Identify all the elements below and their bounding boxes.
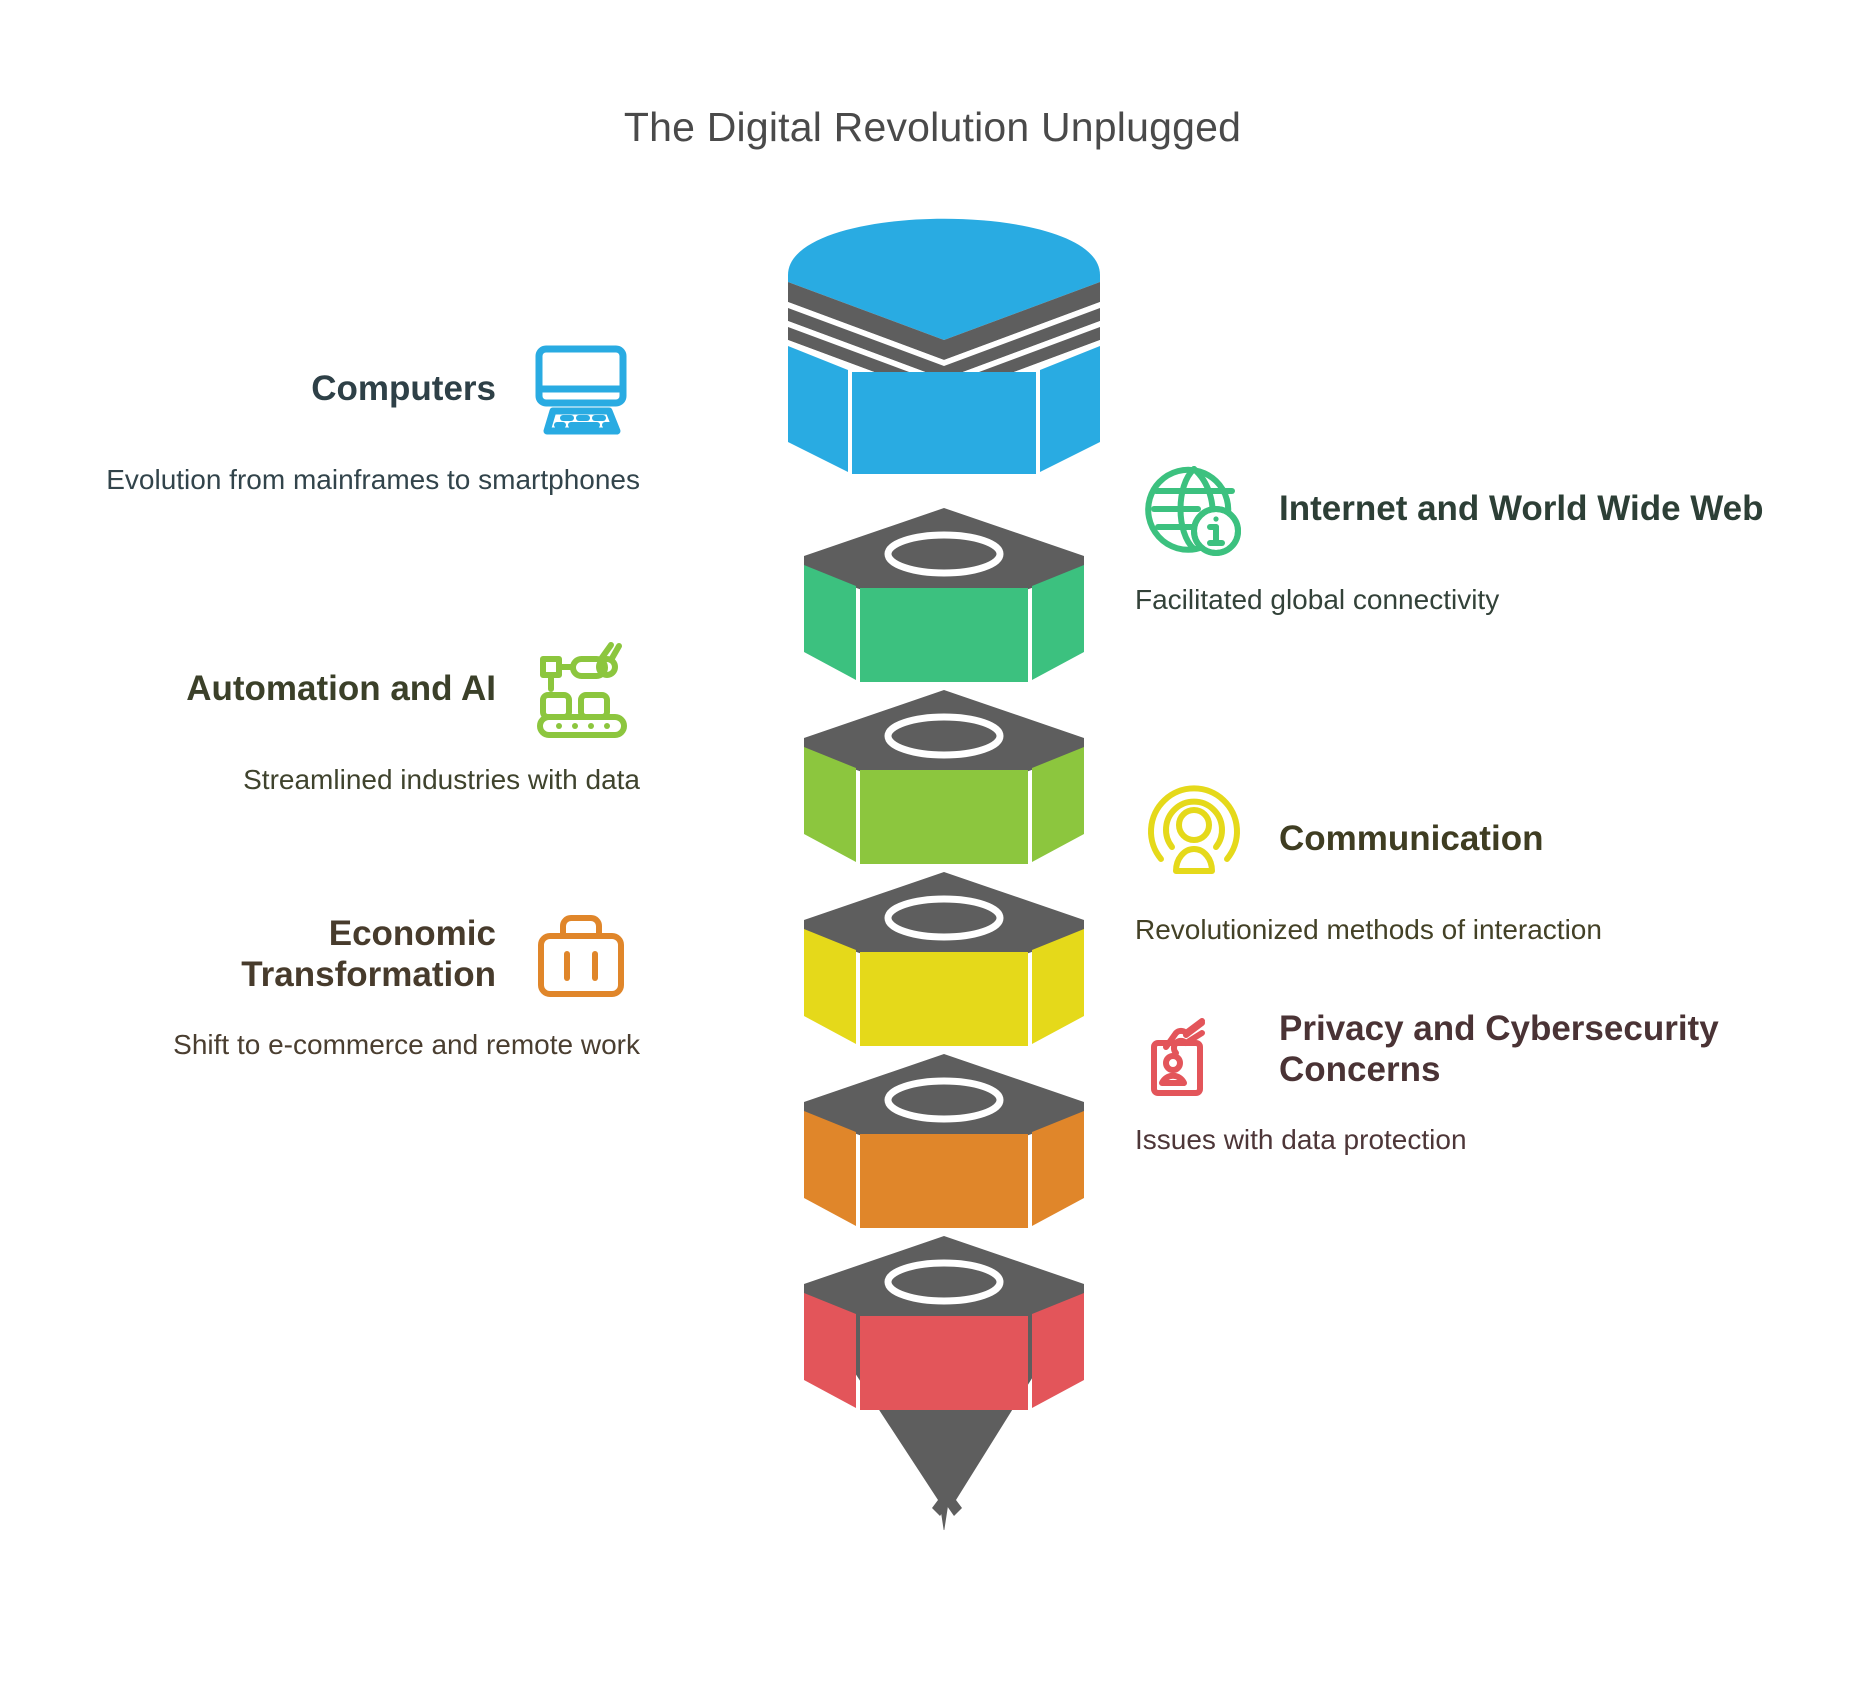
- broadcast-person-icon: [1135, 780, 1253, 898]
- robot-conveyor-icon: [522, 630, 640, 748]
- entry-privacy-description: Issues with data protection: [1135, 1124, 1467, 1155]
- entry-communication-heading: Communication: [1279, 819, 1544, 859]
- entry-internet-heading: Internet and World Wide Web: [1279, 489, 1764, 529]
- entry-privacy-heading: Privacy and Cybersecurity Concerns: [1279, 1008, 1719, 1089]
- entry-communication-description: Revolutionized methods of interaction: [1135, 914, 1602, 945]
- hand-id-card-icon: [1135, 990, 1253, 1108]
- entry-internet: Internet and World Wide Web Facilitated …: [1135, 450, 1775, 619]
- funnel-layer-communication: [804, 872, 1084, 1046]
- funnel-layer-computers: [788, 218, 1100, 474]
- entry-internet-description: Facilitated global connectivity: [1135, 584, 1500, 615]
- entry-economic-description: Shift to e-commerce and remote work: [173, 1029, 640, 1060]
- funnel-diagram: [744, 190, 1144, 1530]
- entry-privacy: Privacy and Cybersecurity Concerns Issue…: [1135, 990, 1775, 1159]
- entry-automation-description: Streamlined industries with data: [243, 764, 640, 795]
- entry-economic-heading: Economic Transformation: [241, 913, 496, 994]
- funnel-layer-economic: [804, 1054, 1084, 1228]
- funnel-layer-privacy: [804, 1236, 1084, 1410]
- entry-computers-heading: Computers: [311, 369, 496, 409]
- entry-computers-description: Evolution from mainframes to smartphones: [106, 464, 640, 495]
- entry-automation-heading: Automation and AI: [186, 669, 496, 709]
- briefcase-icon: [522, 895, 640, 1013]
- entry-economic: Economic Transformation Shift to e-comme…: [110, 895, 640, 1064]
- funnel-layer-automation: [804, 690, 1084, 864]
- entry-computers: Computers Evolution from mainframes to s…: [40, 330, 640, 499]
- globe-info-icon: [1135, 450, 1253, 568]
- funnel-layer-internet: [804, 508, 1084, 682]
- entry-automation: Automation and AI Streamlined industries…: [90, 630, 640, 799]
- computer-monitor-icon: [522, 330, 640, 448]
- page-title: The Digital Revolution Unplugged: [623, 104, 1242, 150]
- entry-communication: Communication Revolutionized methods of …: [1135, 780, 1775, 949]
